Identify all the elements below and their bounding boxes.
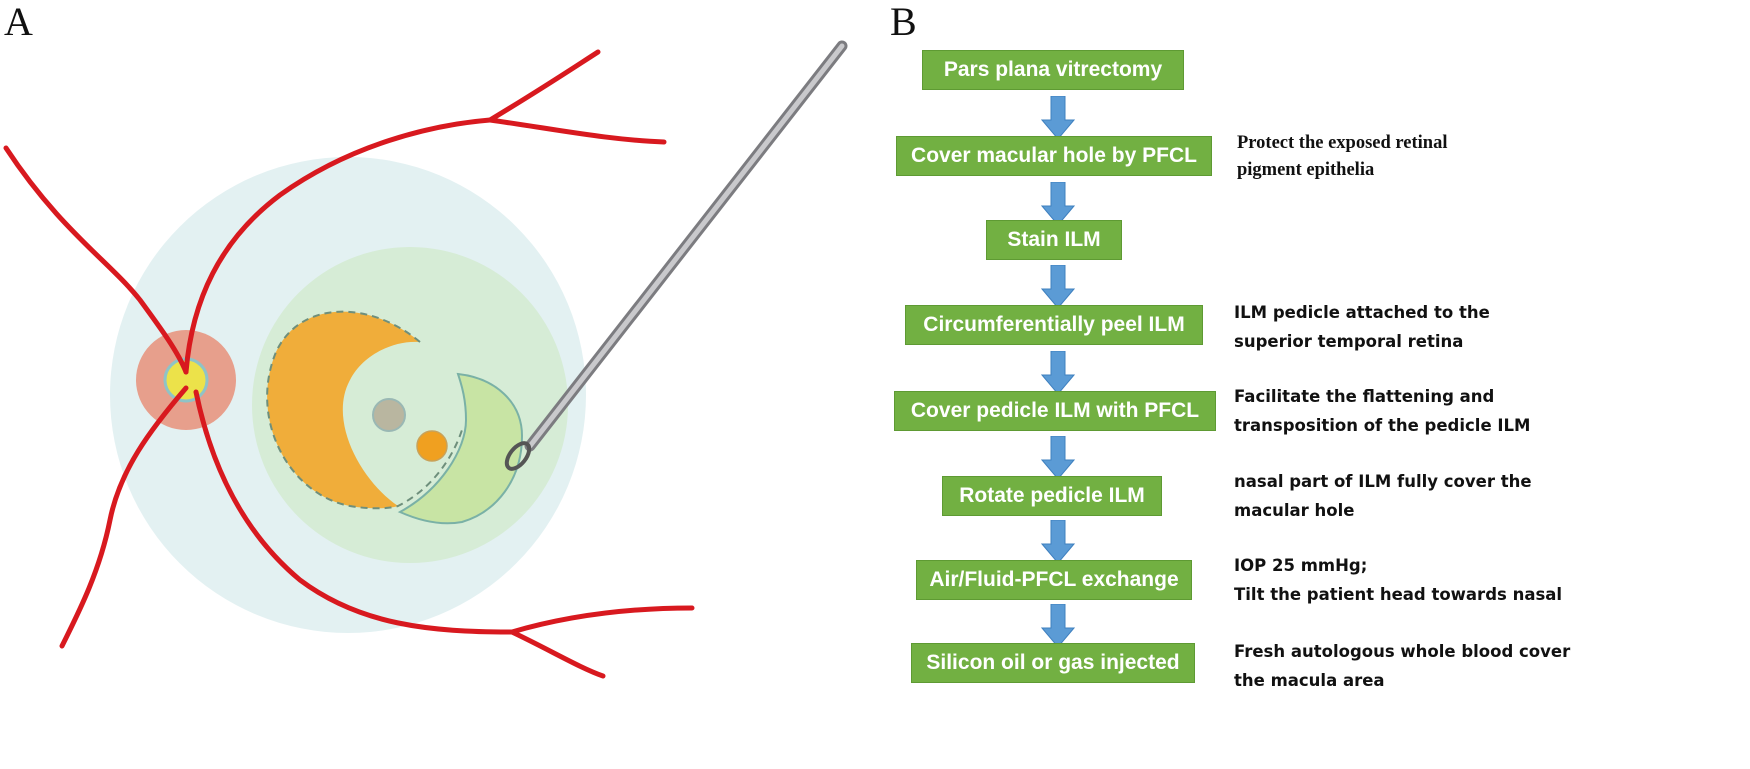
forceps-instrument (504, 40, 848, 471)
step-air-fluid-pfcl-exchange: Air/Fluid-PFCL exchange (916, 560, 1192, 600)
macular-hole (372, 398, 406, 432)
step-rotate-pedicle-ilm: Rotate pedicle ILM (942, 476, 1162, 516)
down-arrow-icon (1041, 96, 1075, 140)
step-pars-plana-vitrectomy: Pars plana vitrectomy (922, 50, 1184, 90)
step-circumferentially-peel-ilm: Circumferentially peel ILM (905, 305, 1203, 345)
surgery-illustration (3, 40, 848, 679)
retinal-vessels (3, 49, 695, 679)
down-arrow-icon (1041, 182, 1075, 226)
down-arrow-icon (1041, 351, 1075, 395)
note-line: ILM pedicle attached to the (1234, 303, 1490, 322)
down-arrow-icon (1041, 520, 1075, 564)
step-stain-ilm: Stain ILM (986, 220, 1122, 260)
note-line: transposition of the pedicle ILM (1234, 416, 1531, 435)
note-line: pigment epithelia (1237, 160, 1375, 180)
fovea-dot (416, 430, 448, 462)
note-line: superior temporal retina (1234, 332, 1464, 351)
note-autologous-blood: Fresh autologous whole blood cover the m… (1234, 637, 1570, 695)
note-line: Protect the exposed retinal (1237, 133, 1448, 153)
down-arrow-icon (1041, 265, 1075, 309)
down-arrow-icon (1041, 436, 1075, 480)
note-line: the macula area (1234, 671, 1385, 690)
ilm-crescent-orange (267, 311, 420, 509)
note-line: IOP 25 mmHg; (1234, 556, 1368, 575)
down-arrow-icon (1041, 604, 1075, 648)
note-line: Tilt the patient head towards nasal (1234, 585, 1563, 604)
note-facilitate-flattening: Facilitate the flattening and transposit… (1234, 382, 1530, 440)
note-ilm-pedicle: ILM pedicle attached to the superior tem… (1234, 298, 1490, 356)
note-line: macular hole (1234, 501, 1355, 520)
panel-b-label: B (890, 0, 917, 44)
step-cover-pedicle-ilm: Cover pedicle ILM with PFCL (894, 391, 1216, 431)
note-line: Fresh autologous whole blood cover (1234, 642, 1571, 661)
note-nasal-part: nasal part of ILM fully cover the macula… (1234, 467, 1532, 525)
panel-a-label: A (4, 0, 33, 44)
peel-boundary (266, 310, 463, 510)
step-silicon-oil-or-gas: Silicon oil or gas injected (911, 643, 1195, 683)
note-iop: IOP 25 mmHg; Tilt the patient head towar… (1234, 551, 1562, 609)
note-protect-rpe: Protect the exposed retinal pigment epit… (1237, 130, 1447, 184)
ilm-flap-green (397, 372, 524, 525)
note-line: Facilitate the flattening and (1234, 387, 1495, 406)
note-line: nasal part of ILM fully cover the (1234, 472, 1532, 491)
step-cover-macular-hole: Cover macular hole by PFCL (896, 136, 1212, 176)
